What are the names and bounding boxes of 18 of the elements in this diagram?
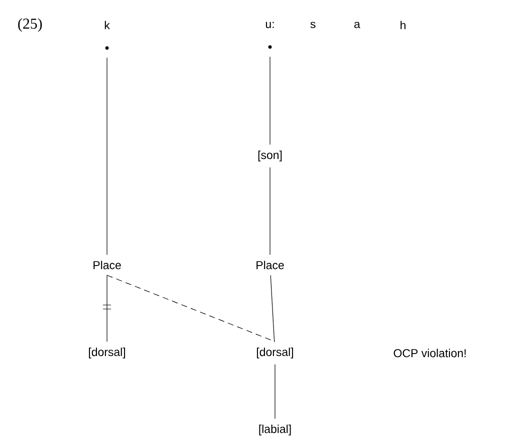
- segment-label: a: [354, 22, 360, 28]
- feature-label: [labial]: [259, 424, 291, 436]
- association-line: [106, 57, 108, 256]
- association-line: [274, 364, 276, 419]
- segment-label: h: [400, 20, 406, 30]
- feature-label: [son]: [258, 150, 282, 162]
- association-line: [106, 274, 108, 342]
- segment-label: k: [104, 20, 110, 30]
- dashed-line: [106, 274, 276, 342]
- segment-label: s: [310, 22, 316, 28]
- feature-label: Place: [256, 260, 284, 270]
- example-number: (25): [18, 18, 42, 32]
- feature-label: [dorsal]: [256, 348, 294, 358]
- feature-label: [dorsal]: [88, 348, 126, 358]
- segment-label: u:: [266, 22, 274, 28]
- note: OCP violation!: [394, 348, 466, 358]
- association-line: [270, 274, 275, 342]
- feature-label: Place: [94, 260, 121, 270]
